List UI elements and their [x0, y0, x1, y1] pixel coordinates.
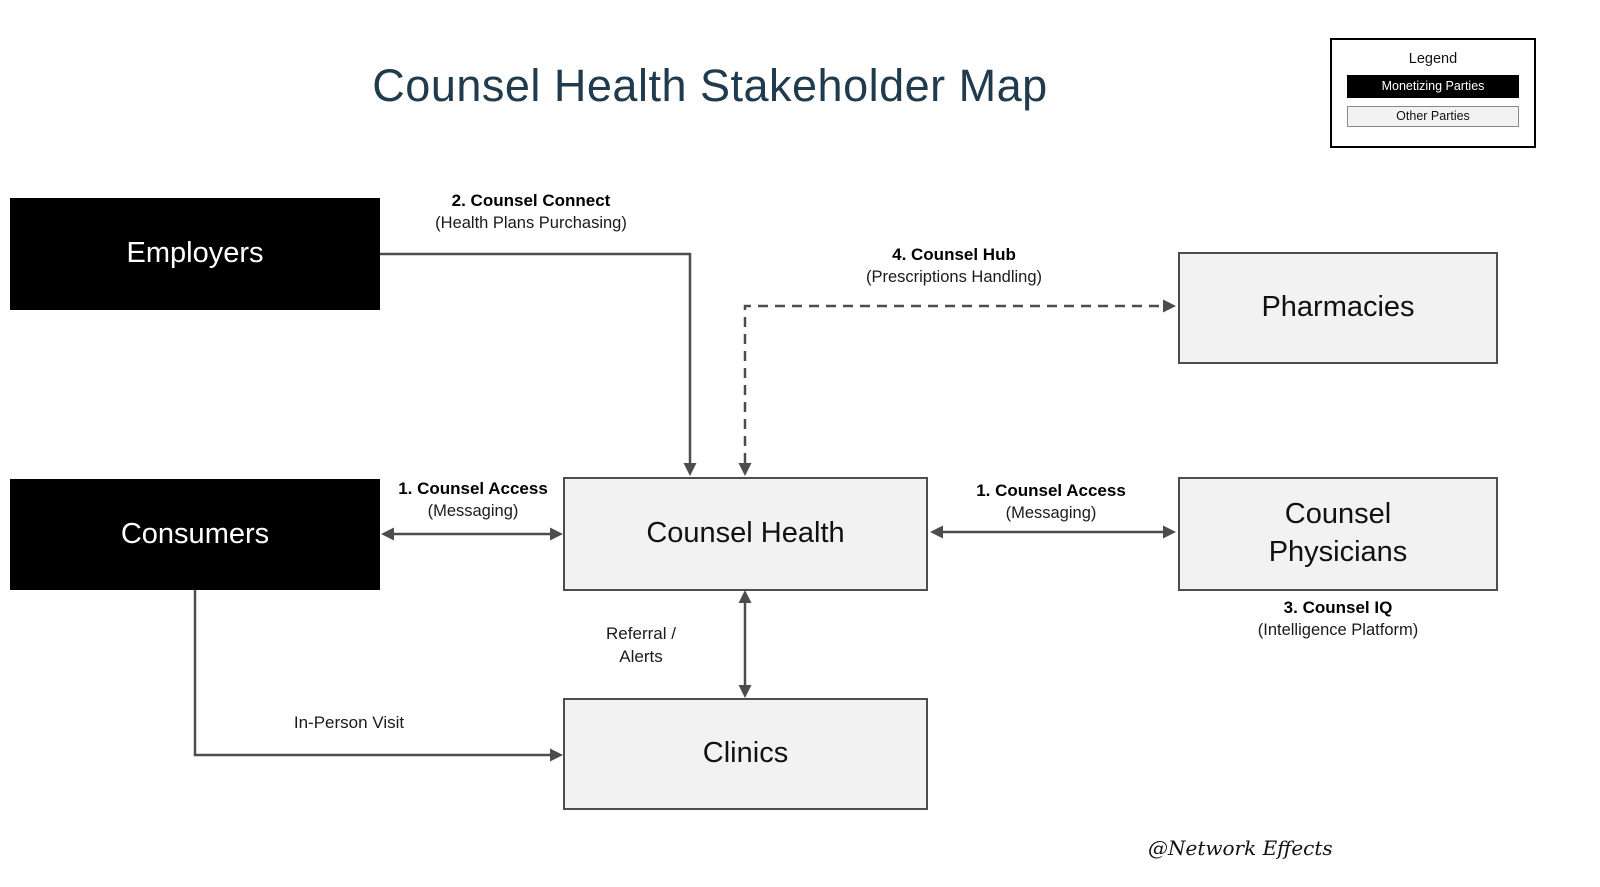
arrowhead-down: [683, 463, 697, 476]
edge-label-counsel-connect-subtitle: (Health Plans Purchasing): [435, 214, 627, 232]
arrowhead-right: [550, 748, 563, 762]
edge-label-counsel-connect: 2. Counsel Connect (Health Plans Purchas…: [391, 189, 671, 235]
arrowhead-down: [738, 463, 752, 476]
node-consumers: Consumers: [10, 479, 380, 590]
edge-label-referral-alerts: Referral / Alerts: [566, 622, 716, 668]
node-clinics: Clinics: [563, 698, 928, 810]
arrowhead-left: [381, 527, 394, 541]
arrowhead-up: [738, 590, 752, 603]
arrowhead-left: [930, 525, 943, 539]
arrowhead-right: [1163, 525, 1176, 539]
page-title: Counsel Health Stakeholder Map: [372, 60, 1048, 111]
attribution: @Network Effects: [1148, 836, 1333, 860]
edge-label-counsel-access-physicians-title: 1. Counsel Access: [976, 481, 1126, 500]
node-counsel-physicians: Counsel Physicians: [1178, 477, 1498, 591]
edge-label-in-person-visit: In-Person Visit: [249, 711, 449, 734]
edge-label-counsel-access-physicians: 1. Counsel Access (Messaging): [931, 479, 1171, 525]
node-clinics-label: Clinics: [702, 737, 789, 770]
legend-item-other: Other Parties: [1347, 106, 1519, 127]
edge-label-counsel-iq: 3. Counsel IQ (Intelligence Platform): [1178, 596, 1498, 642]
edge-label-counsel-hub: 4. Counsel Hub (Prescriptions Handling): [814, 243, 1094, 289]
node-pharmacies: Pharmacies: [1178, 252, 1498, 364]
edge-label-counsel-hub-subtitle: (Prescriptions Handling): [865, 268, 1043, 286]
legend-item-monetizing: Monetizing Parties: [1347, 75, 1519, 98]
edge-label-counsel-access-consumers: 1. Counsel Access (Messaging): [353, 477, 593, 523]
edge-label-counsel-iq-title: 3. Counsel IQ: [1283, 598, 1393, 617]
edge-counsel-health-pharmacies: [743, 304, 1163, 463]
node-counsel-health-label: Counsel Health: [646, 517, 845, 550]
node-counsel-physicians-label: Counsel Physicians: [1268, 498, 1408, 568]
legend: Legend Monetizing Parties Other Parties: [1330, 38, 1536, 148]
edge-label-counsel-access-consumers-title: 1. Counsel Access: [398, 479, 548, 498]
node-employers: Employers: [10, 198, 380, 310]
edge-label-counsel-iq-subtitle: (Intelligence Platform): [1257, 621, 1419, 639]
arrowhead-right: [550, 527, 563, 541]
edge-label-counsel-access-consumers-subtitle: (Messaging): [427, 502, 519, 520]
legend-title: Legend: [1408, 51, 1458, 67]
edge-label-counsel-hub-title: 4. Counsel Hub: [892, 245, 1016, 264]
node-pharmacies-label: Pharmacies: [1261, 291, 1415, 324]
edge-label-referral-line1: Referral /: [606, 624, 676, 643]
node-counsel-health: Counsel Health: [563, 477, 928, 591]
edge-label-counsel-connect-title: 2. Counsel Connect: [451, 191, 611, 210]
edge-label-counsel-access-physicians-subtitle: (Messaging): [1005, 504, 1097, 522]
edge-employers-counsel-health: [380, 252, 692, 463]
arrowhead-down: [738, 685, 752, 698]
edge-label-in-person-visit-text: In-Person Visit: [293, 713, 405, 732]
node-employers-label: Employers: [126, 237, 264, 270]
node-consumers-label: Consumers: [120, 517, 270, 550]
arrowhead-right: [1163, 299, 1176, 313]
edge-label-referral-line2: Alerts: [619, 647, 663, 666]
